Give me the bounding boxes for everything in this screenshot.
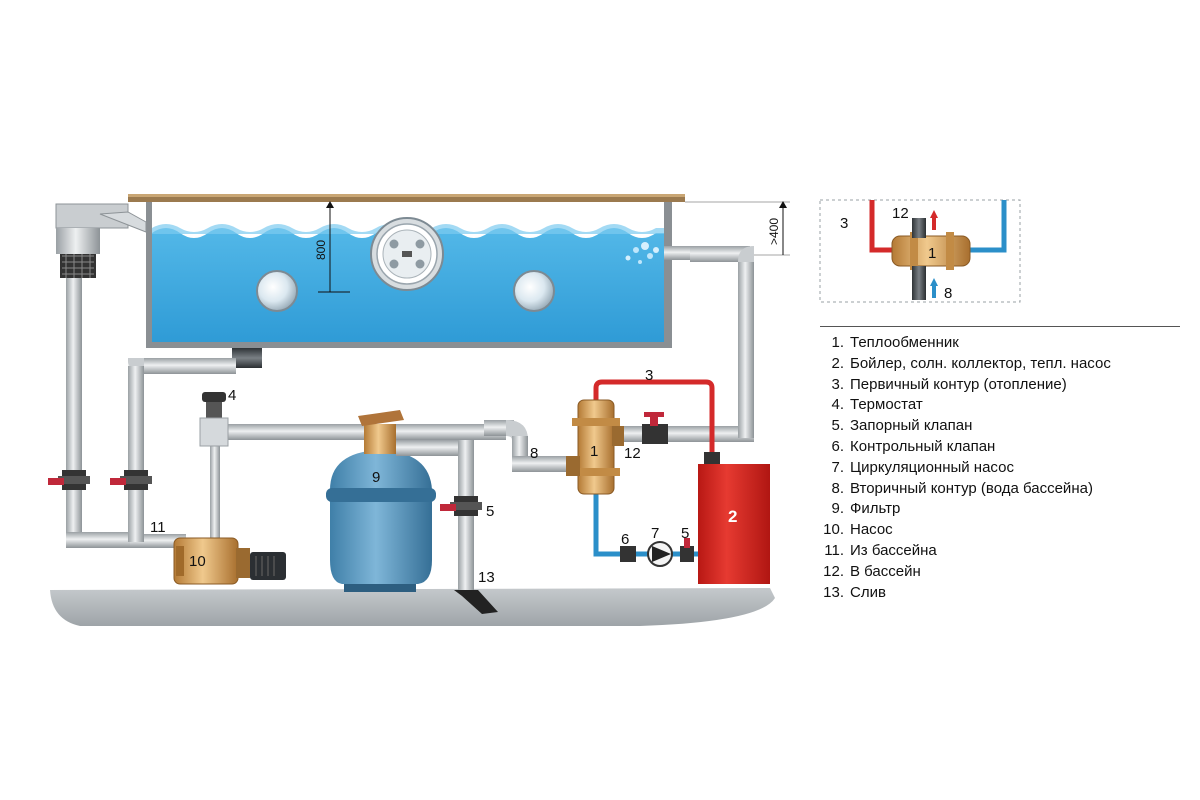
inset-label-secondary: 8 — [944, 285, 952, 302]
legend-item-text: Из бассейна — [850, 541, 937, 559]
legend-item: 4. Термостат — [820, 395, 1180, 416]
legend-item-number: 7. — [831, 458, 844, 476]
ground — [50, 588, 775, 626]
valve-drain-5 — [440, 496, 482, 516]
legend-item-text: Запорный клапан — [850, 417, 973, 435]
return-nozzle — [625, 242, 692, 264]
valve-primary-5 — [680, 538, 694, 562]
label-check-valve: 6 — [621, 531, 629, 548]
pool-deck — [128, 194, 685, 202]
legend-item: 7. Циркуляционный насос — [820, 458, 1180, 479]
label-valve-drain: 5 — [486, 503, 494, 520]
drain-outlet — [454, 590, 498, 614]
legend-item-text: Фильтр — [850, 500, 901, 518]
legend-item-number: 4. — [831, 396, 844, 414]
bottom-drain — [232, 348, 262, 368]
legend-item-number: 11. — [824, 541, 844, 559]
legend-item-text: Циркуляционный насос — [850, 458, 1014, 476]
pipe-bottom-left — [66, 532, 136, 548]
legend-item: 1. Теплообменник — [820, 333, 1180, 354]
legend-item-text: Контрольный клапан — [850, 437, 996, 455]
label-boiler: 2 — [728, 507, 737, 526]
pipe-pump-to-filter — [206, 424, 506, 440]
legend-item-number: 12. — [823, 562, 844, 580]
label-to-pool: 12 — [624, 445, 641, 462]
pool-lamp-left — [256, 270, 298, 312]
legend-item-text: Первичный контур (отопление) — [850, 375, 1067, 393]
pump — [173, 410, 286, 585]
legend-item-number: 13. — [823, 583, 844, 601]
legend-item-number: 5. — [831, 417, 844, 435]
label-hx: 1 — [590, 443, 598, 460]
pipe-skimmer-down — [66, 278, 82, 542]
heat-exchanger — [566, 399, 624, 495]
circulation-pump — [647, 541, 673, 567]
legend-list: 1. Теплообменник 2. Бойлер, солн. коллектор… — [820, 333, 1180, 603]
label-secondary: 8 — [530, 445, 538, 462]
legend-item-text: Бойлер, солн. коллектор, тепл. насос — [850, 354, 1111, 372]
legend-item-number: 9. — [831, 500, 844, 518]
legend-item-text: Слив — [850, 583, 886, 601]
legend-item: 12. В бассейн — [820, 562, 1180, 583]
legend-item-number: 6. — [831, 437, 844, 455]
boiler — [698, 464, 770, 584]
valve-drain-line — [110, 470, 152, 490]
legend-item: 6. Контрольный клапан — [820, 437, 1180, 458]
legend-item: 13. Слив — [820, 583, 1180, 604]
inset-diagram: 3 12 1 8 — [819, 199, 1021, 303]
valve-return-12 — [642, 412, 668, 444]
legend-item-number: 3. — [831, 375, 844, 393]
legend-item-text: Насос — [850, 521, 893, 539]
legend-item: 2. Бойлер, солн. коллектор, тепл. насос — [820, 354, 1180, 375]
pipe-filter-out — [396, 440, 466, 456]
legend-item-number: 1. — [831, 334, 844, 351]
legend-item-text: В бассейн — [850, 562, 921, 580]
thermostat — [202, 392, 226, 420]
valve-skimmer-line — [48, 470, 90, 490]
label-valve-primary: 5 — [681, 525, 689, 542]
pipe-drain — [128, 358, 236, 374]
label-filter: 9 — [372, 469, 380, 486]
legend-item: 3. Первичный контур (отопление) — [820, 375, 1180, 396]
label-from-pool: 11 — [150, 519, 166, 536]
check-valve — [620, 546, 636, 562]
pool-lamp-right — [513, 270, 555, 312]
inset-label-hx: 1 — [928, 245, 936, 262]
label-circ-pump: 7 — [651, 525, 659, 542]
pipe-return — [620, 426, 754, 442]
label-thermostat: 4 — [228, 387, 236, 404]
legend: 1. Теплообменник 2. Бойлер, солн. коллектор… — [820, 326, 1180, 603]
legend-item: 10. Насос — [820, 520, 1180, 541]
skimmer — [55, 203, 147, 278]
legend-item-number: 8. — [831, 479, 844, 497]
legend-item-text: Теплообменник — [850, 334, 959, 351]
label-primary: 3 — [645, 367, 653, 384]
legend-item-text: Вторичный контур (вода бассейна) — [850, 479, 1093, 497]
label-drain: 13 — [478, 569, 495, 586]
legend-item-number: 2. — [831, 354, 844, 372]
filter — [326, 410, 436, 592]
depth-dimension: 800 — [314, 201, 350, 293]
legend-item: 9. Фильтр — [820, 499, 1180, 520]
label-pump: 10 — [189, 553, 206, 570]
legend-item: 11. Из бассейна — [820, 541, 1180, 562]
inset-label-to-pool: 12 — [892, 205, 909, 222]
primary-hot-pipe — [593, 379, 715, 462]
counter-current-unit — [370, 217, 444, 291]
legend-item-text: Термостат — [850, 396, 923, 414]
clearance-label: >400 — [767, 218, 781, 245]
inset-label-primary: 3 — [840, 215, 848, 232]
legend-item: 5. Запорный клапан — [820, 416, 1180, 437]
depth-label: 800 — [314, 240, 328, 260]
legend-item-number: 10. — [823, 521, 844, 539]
legend-item: 8. Вторичный контур (вода бассейна) — [820, 479, 1180, 500]
